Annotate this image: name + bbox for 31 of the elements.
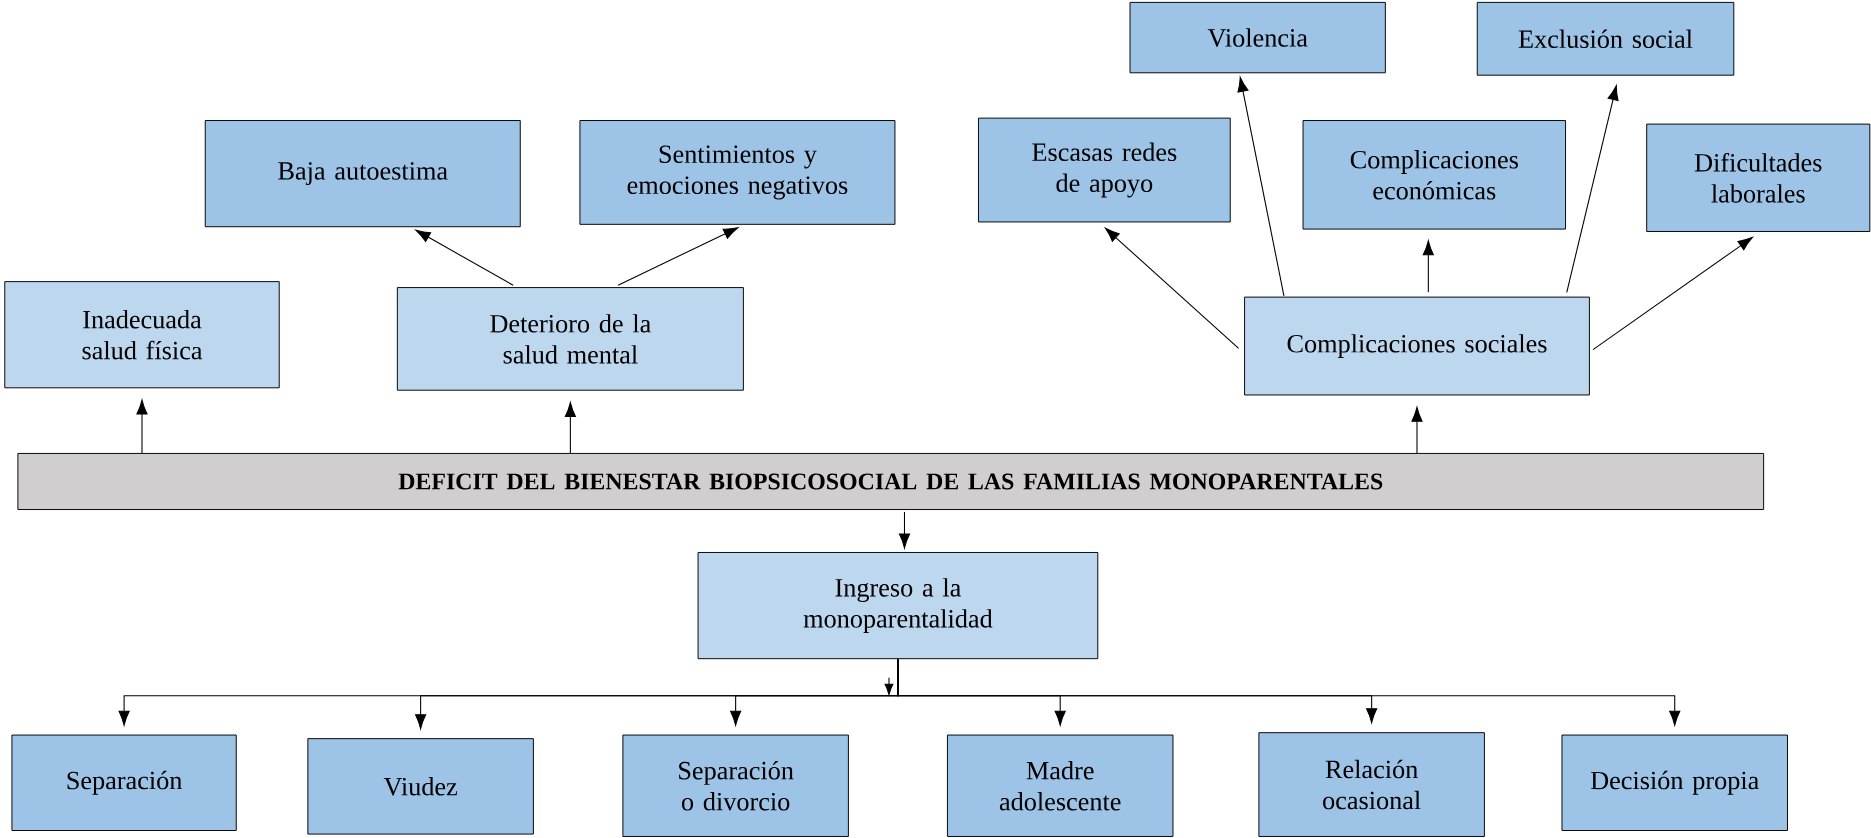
effect-box: Violencia — [1129, 2, 1386, 74]
arrow — [136, 399, 148, 454]
effect-box: Exclusión social — [1476, 2, 1735, 76]
arrow — [897, 658, 1681, 726]
effect-box: Escasas redes de apoyo — [978, 117, 1231, 223]
arrow — [1592, 237, 1753, 351]
effect-box: Complicaciones económicas — [1302, 120, 1567, 230]
cause-box: Separación — [11, 734, 237, 832]
arrow — [1237, 77, 1285, 297]
cause-box: Decisión propia — [1561, 734, 1788, 832]
cause-box: Madre adolescente — [946, 734, 1174, 838]
effect-box: Baja autoestima — [204, 120, 521, 228]
cause-box: Separación o divorcio — [622, 734, 849, 838]
arrow — [415, 229, 514, 286]
cause-box: Relación ocasional — [1258, 732, 1485, 838]
arrow — [1422, 240, 1434, 294]
effect-box: Dificultades laborales — [1646, 123, 1871, 233]
arrow — [1104, 227, 1240, 350]
cause-box: Viudez — [307, 738, 534, 835]
consequence-box: Inadecuada salud física — [4, 281, 280, 389]
arrow — [898, 511, 911, 549]
effect-box: Sentimientos y emociones negativos — [579, 120, 896, 225]
problem-box: DEFICIT DEL BIENESTAR BIOPSICOSOCIAL DE LAS FAMILIAS MONOPARENTALES — [17, 453, 1765, 511]
consequence-box: Deterioro de la salud mental — [396, 287, 744, 391]
arrowhead — [884, 677, 894, 696]
arrow — [617, 227, 739, 286]
arrow — [564, 402, 576, 454]
cause-box: Ingreso a la monoparentalidad — [697, 552, 1099, 660]
consequence-box: Complicaciones sociales — [1244, 296, 1590, 396]
arrow — [1411, 406, 1423, 454]
arrow — [1566, 85, 1619, 294]
